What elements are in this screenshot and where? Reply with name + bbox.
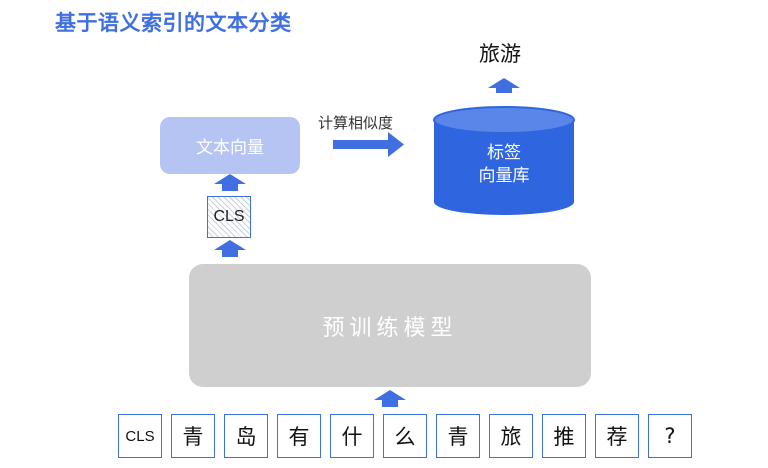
label-db-text: 标签 向量库	[434, 142, 574, 188]
arrow-up-cls-to-vector	[214, 174, 246, 191]
input-token: 岛	[224, 414, 268, 458]
input-token: 有	[277, 414, 321, 458]
label-vector-database	[433, 106, 575, 215]
input-token: 么	[383, 414, 427, 458]
input-token: 荐	[595, 414, 639, 458]
input-token: CLS	[118, 414, 162, 458]
label-db-line-2: 向量库	[478, 166, 530, 186]
cls-embedding-label: CLS	[213, 208, 245, 225]
cls-embedding-box: CLS	[207, 196, 251, 238]
text-vector-box: 文本向量	[160, 117, 300, 174]
text-vector-label: 文本向量	[196, 138, 264, 158]
input-token: ?	[648, 414, 692, 458]
diagram-title: 基于语义索引的文本分类	[55, 11, 292, 35]
similarity-label: 计算相似度	[318, 114, 394, 132]
arrow-up-to-output	[488, 78, 520, 93]
input-token: 推	[542, 414, 586, 458]
input-token: 青	[436, 414, 480, 458]
label-db-line-1: 标签	[487, 143, 521, 163]
input-token: 什	[330, 414, 374, 458]
arrow-up-tokens-to-model	[374, 390, 406, 407]
output-label: 旅游	[479, 42, 521, 66]
pretrained-model-box: 预训练模型	[189, 264, 591, 387]
input-token: 青	[171, 414, 215, 458]
arrow-right-similarity	[333, 132, 404, 157]
pretrained-model-label: 预训练模型	[322, 315, 458, 341]
arrow-up-model-to-cls	[214, 240, 246, 257]
input-token: 旅	[489, 414, 533, 458]
